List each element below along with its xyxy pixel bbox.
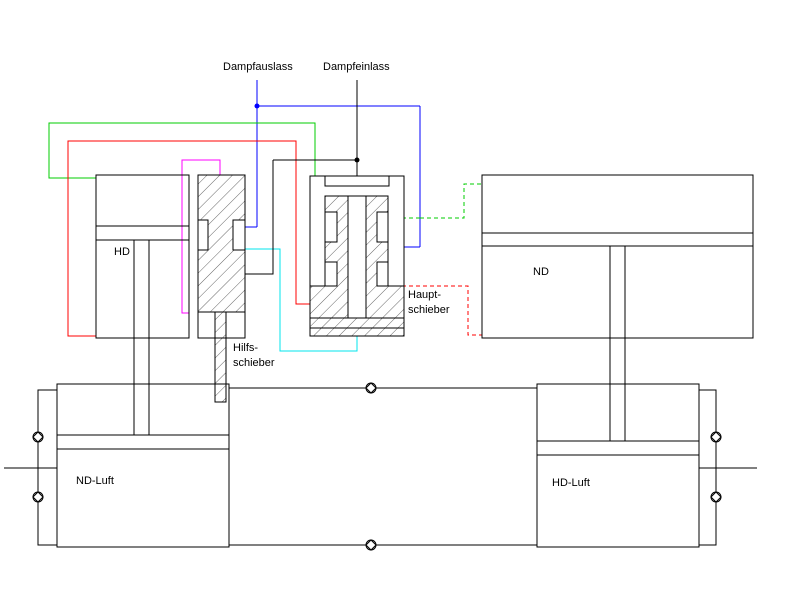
check-valve-icon: [365, 539, 377, 551]
magenta-line: [181, 159, 221, 314]
cyan-line: [233, 248, 358, 352]
check-valve-icon: [710, 431, 722, 443]
lp-cylinder: [481, 174, 754, 441]
green-line: [48, 122, 482, 219]
hp-cylinder-label: HD: [114, 246, 130, 258]
junction-dot: [354, 157, 360, 163]
check-valve-icon: [32, 431, 44, 443]
aux-valve: [197, 174, 246, 403]
hp-air-cylinder: [536, 383, 700, 548]
check-valve-icon: [32, 491, 44, 503]
check-valves: [32, 382, 722, 551]
main-valve: [309, 175, 405, 337]
hp-air-label: HD-Luft: [552, 477, 590, 489]
steam-inlet-label: Dampfeinlass: [323, 61, 390, 73]
air-pipes: [4, 387, 757, 546]
lp-cylinder-label: ND: [533, 266, 549, 278]
lp-air-cylinder: [56, 383, 230, 548]
lp-air-label: ND-Luft: [76, 475, 114, 487]
check-valve-icon: [365, 382, 377, 394]
check-valve-icon: [710, 491, 722, 503]
red-line: [67, 140, 482, 337]
main-valve-label-1: Haupt-: [408, 289, 441, 301]
aux-valve-label-1: Hilfs-: [233, 342, 258, 354]
aux-valve-label-2: schieber: [233, 357, 275, 369]
main-valve-label-2: schieber: [408, 304, 450, 316]
junction-dot: [254, 103, 260, 109]
steam-outlet-label: Dampfauslass: [223, 61, 293, 73]
hp-cylinder: [95, 174, 190, 435]
